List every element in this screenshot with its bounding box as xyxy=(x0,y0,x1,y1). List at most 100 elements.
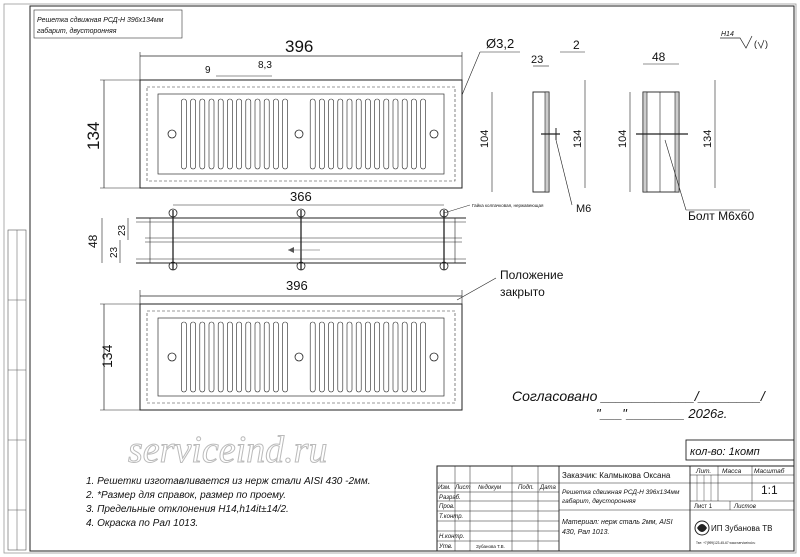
inner-frame xyxy=(29,5,795,552)
louvre-slot xyxy=(273,98,279,170)
dim-bottom-396: 396 xyxy=(286,278,308,293)
louvre-slot xyxy=(208,98,215,170)
company-contacts: Тел: +7(999)123-45-67 www.serviceind.ru xyxy=(696,541,755,545)
louvre-slot xyxy=(319,98,325,170)
dim-height-left: 134 xyxy=(84,122,103,150)
product-name-line2: габарит, двусторонняя xyxy=(562,497,636,505)
louvre-slot xyxy=(181,321,187,393)
louvre-slot xyxy=(328,98,334,170)
row-prov: Пров. xyxy=(439,504,455,510)
louvre-slot xyxy=(190,321,196,393)
dim-hole: Ø3,2 xyxy=(486,36,514,51)
product-name-line1: Решетка сдвижная РСД-Н 396х134мм xyxy=(562,488,680,496)
title-block: кол-во: 1комп Изм. Лист №докум Подп. Дат… xyxy=(436,439,795,552)
label-m6: М6 xyxy=(576,203,591,215)
louvre-slot xyxy=(355,321,362,393)
material-line1: Материал: нерж сталь 2мм, AISI xyxy=(562,519,673,526)
dim-top-366: 366 xyxy=(290,189,312,204)
customer: Заказчик: Калмыкова Оксана xyxy=(562,471,671,480)
svg-text:(: ( xyxy=(754,39,757,49)
dim-side-23: 23 xyxy=(531,54,543,66)
dim-side-104b: 104 xyxy=(617,130,629,148)
note-1: 1. Решетки изготавливается из нерж стали… xyxy=(86,476,371,487)
dim-top-23a: 23 xyxy=(117,224,128,236)
col-podp: Подп. xyxy=(518,485,534,491)
dim-side-134: 134 xyxy=(572,130,584,148)
row-razrab: Разраб. xyxy=(439,495,461,501)
svg-text:): ) xyxy=(765,39,768,49)
louvre-slot xyxy=(401,321,408,393)
scale-value: 1:1 xyxy=(761,483,778,497)
scale-label: Масштаб xyxy=(754,467,785,475)
louvre-slot xyxy=(236,321,242,393)
front-view xyxy=(139,79,463,189)
louvre-slot xyxy=(181,98,187,170)
col-ndokum: №докум xyxy=(478,484,501,491)
roughness-symbol xyxy=(720,35,753,49)
side-view-assembly xyxy=(636,91,688,193)
louvre-slot xyxy=(309,98,316,170)
louvre-slot xyxy=(355,98,362,170)
top-label-line1: Решетка сдвижная РСД-Н 396х134мм xyxy=(37,16,164,24)
top-view xyxy=(136,208,466,271)
louvre-slot xyxy=(392,98,399,170)
louvre-slot xyxy=(199,98,206,170)
note-3: 3. Предельные отклонения H14,h14it±14/2. xyxy=(86,504,289,515)
sheet-label: Лист 1 xyxy=(694,504,713,510)
material-line2: 430, Рал 1013. xyxy=(562,529,610,536)
outer-frame xyxy=(3,3,797,554)
mass-label: Масса xyxy=(722,468,742,475)
dim-slot: 8,3 xyxy=(258,60,272,71)
closed-slots xyxy=(181,321,426,393)
side-view-section xyxy=(532,91,560,193)
louvre-slot xyxy=(263,321,270,393)
dim-side-104: 104 xyxy=(479,130,491,148)
louvre-slot xyxy=(374,98,380,170)
louvre-slot xyxy=(420,98,426,170)
row-utv: Утв. xyxy=(438,544,453,550)
row-nkontr: Н.контр. xyxy=(439,534,464,540)
louvre-slot xyxy=(309,321,316,393)
louvre-slot xyxy=(401,98,408,170)
louvre-slot xyxy=(273,321,279,393)
louvre-slot xyxy=(217,321,224,393)
top-label-line2: габарит, двусторонняя xyxy=(37,27,117,35)
louvre-slot xyxy=(392,321,399,393)
louvre-slot xyxy=(337,98,344,170)
front-slots xyxy=(181,98,426,170)
louvre-slot xyxy=(319,321,325,393)
dim-bottom-134: 134 xyxy=(99,344,115,368)
dim-width-top: 396 xyxy=(285,37,313,56)
approver-name: Зубанова Т.В. xyxy=(476,544,505,549)
louvre-slot xyxy=(374,321,380,393)
louvre-slot xyxy=(199,321,206,393)
label-closed-line1: Положение xyxy=(500,268,564,282)
dim-side-48: 48 xyxy=(652,50,666,64)
louvre-slot xyxy=(282,98,288,170)
louvre-slot xyxy=(254,321,261,393)
louvre-slot xyxy=(263,98,270,170)
louvre-slot xyxy=(282,321,288,393)
col-izm: Изм. xyxy=(438,485,451,491)
company-name: ИП Зубанова ТВ xyxy=(711,524,772,533)
closed-view xyxy=(139,303,463,411)
row-tkontr: Т.контр. xyxy=(439,514,463,520)
louvre-slot xyxy=(411,98,417,170)
note-2: 2. *Размер для справок, размер по проему… xyxy=(85,490,286,501)
dim-pitch: 9 xyxy=(205,65,211,76)
lit-label: Лит. xyxy=(695,468,711,475)
top-label-box xyxy=(33,9,183,39)
dim-top-23b: 23 xyxy=(109,246,120,258)
louvre-slot xyxy=(365,321,371,393)
note-4: 4. Окраска по Рал 1013. xyxy=(86,518,198,529)
col-data: Дата xyxy=(539,485,556,491)
louvre-slot xyxy=(365,98,371,170)
louvre-slot xyxy=(245,98,252,170)
louvre-slot xyxy=(227,98,233,170)
sheets-label: Листов xyxy=(733,504,756,510)
watermark: serviceind.ru xyxy=(128,429,327,471)
dim-side-2: 2 xyxy=(573,38,580,52)
louvre-slot xyxy=(346,98,353,170)
louvre-slot xyxy=(328,321,334,393)
